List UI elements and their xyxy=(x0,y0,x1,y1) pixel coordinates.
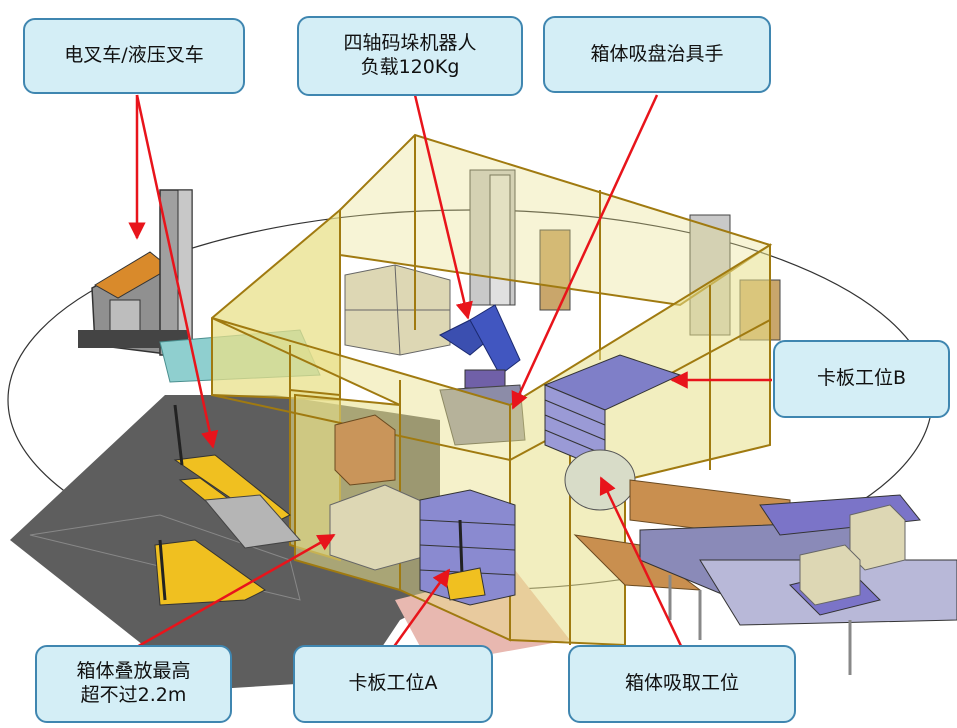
annotation-arrows xyxy=(128,94,772,650)
back-cartons xyxy=(344,264,451,356)
pallet-jack-a xyxy=(444,519,486,601)
arrow-pick-station xyxy=(599,476,684,649)
callout-pallet-b: 卡板工位B xyxy=(773,340,950,418)
arrow-pallet-a xyxy=(391,568,451,649)
callout-forklift: 电叉车/液压叉车 xyxy=(23,18,245,94)
callout-pick-station: 箱体吸取工位 xyxy=(568,645,796,723)
arrow-stack-height xyxy=(134,533,336,650)
callout-pallet-a: 卡板工位A xyxy=(293,645,493,723)
left-carton-stack xyxy=(329,414,431,571)
arrow-gripper xyxy=(511,94,659,410)
callout-robot: 四轴码垛机器人 负载120Kg xyxy=(297,16,523,96)
pallet-b-stack xyxy=(543,354,682,471)
callout-gripper: 箱体吸盘治具手 xyxy=(543,16,771,93)
conveyor-cartons xyxy=(799,504,906,606)
palletizing-robot xyxy=(439,304,526,446)
arrow-forklift-2 xyxy=(135,94,219,449)
callout-stack-height: 箱体叠放最高 超不过2.2m xyxy=(35,645,232,723)
arrow-robot xyxy=(413,94,473,320)
